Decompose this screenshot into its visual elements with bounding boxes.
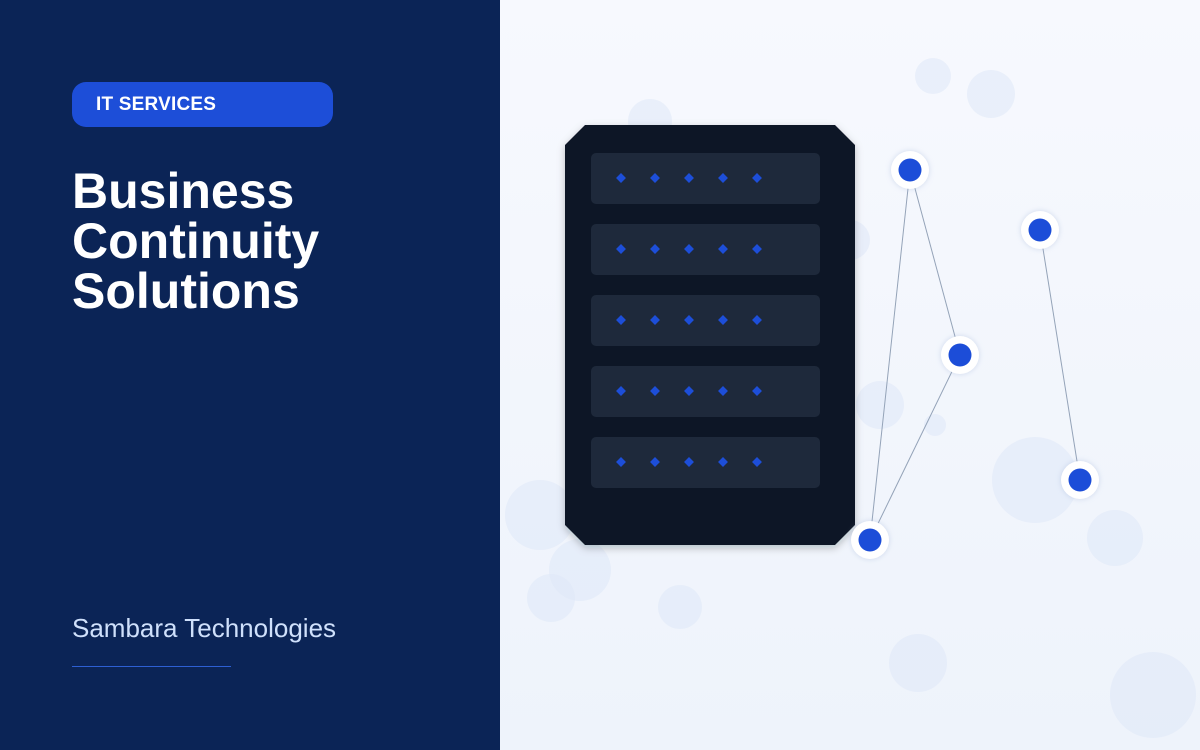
server-status-led [650, 386, 660, 396]
server-status-led [752, 173, 762, 183]
server-status-led [752, 315, 762, 325]
network-link [909, 169, 961, 356]
bubble [915, 58, 951, 94]
category-badge: IT SERVICES [72, 82, 333, 127]
server-status-led [616, 386, 626, 396]
server-slot [591, 153, 820, 204]
server-status-led [684, 457, 694, 467]
network-nodes [851, 151, 1099, 559]
server-status-led [616, 173, 626, 183]
network-link [869, 169, 911, 541]
network-link [1039, 229, 1081, 481]
server-status-led [650, 457, 660, 467]
server-status-led [650, 244, 660, 254]
bubble [1087, 510, 1143, 566]
server-rack [565, 125, 855, 545]
background-bubbles [505, 58, 1196, 738]
title-line: Solutions [72, 263, 300, 319]
network-link [869, 354, 961, 541]
title-line: Business [72, 163, 295, 219]
server-status-led [752, 457, 762, 467]
bubble [1110, 652, 1196, 738]
bubble [505, 480, 575, 550]
server-status-led [650, 173, 660, 183]
bubble [967, 70, 1015, 118]
server-slot [591, 224, 820, 275]
server-status-led [616, 315, 626, 325]
bubble [658, 585, 702, 629]
server-status-led [684, 386, 694, 396]
server-status-led [718, 173, 728, 183]
company-name: Sambara Technologies [72, 613, 337, 643]
server-slot [591, 437, 820, 488]
bubble [889, 634, 947, 692]
server-status-led [718, 457, 728, 467]
bubble [924, 414, 946, 436]
server-status-led [684, 244, 694, 254]
network-node [1021, 211, 1059, 249]
server-slot [591, 366, 820, 417]
network-node [851, 521, 889, 559]
server-status-led [718, 244, 728, 254]
server-status-led [684, 173, 694, 183]
title-line: Continuity [72, 213, 320, 269]
server-status-led [616, 457, 626, 467]
bubble [992, 437, 1078, 523]
network-node [1061, 461, 1099, 499]
page-title: Business Continuity Solutions [72, 166, 492, 316]
bubble [856, 381, 904, 429]
server-status-led [684, 315, 694, 325]
server-status-led [752, 244, 762, 254]
server-status-led [616, 244, 626, 254]
server-status-led [650, 315, 660, 325]
network-node [941, 336, 979, 374]
network-links [869, 169, 1081, 541]
network-node [891, 151, 929, 189]
server-status-led [718, 386, 728, 396]
bubble [527, 574, 575, 622]
divider [72, 666, 231, 667]
server-status-led [752, 386, 762, 396]
server-slot [591, 295, 820, 346]
server-status-led [718, 315, 728, 325]
left-panel: IT SERVICES Business Continuity Solution… [0, 0, 500, 750]
